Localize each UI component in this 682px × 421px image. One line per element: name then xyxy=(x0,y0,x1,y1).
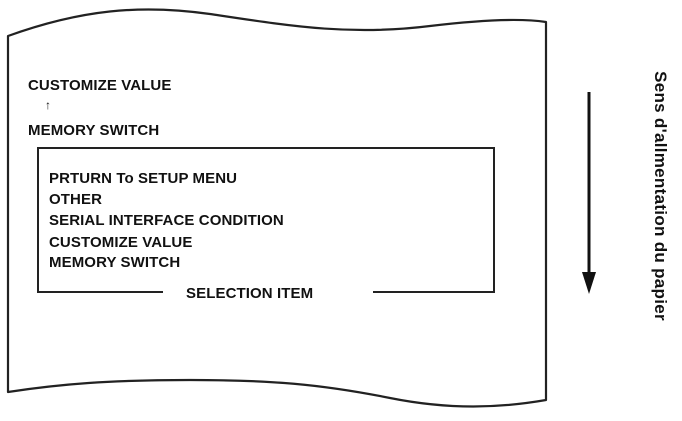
selection-box-bottom-left xyxy=(37,291,163,293)
selection-box-bottom-right xyxy=(373,291,495,293)
selection-item-other: OTHER xyxy=(49,191,102,208)
paper-feed-direction-label: Sens d'allmentation du papier xyxy=(651,71,670,321)
down-arrow-icon xyxy=(582,272,596,294)
header-memory-switch: MEMORY SWITCH xyxy=(28,122,160,139)
selection-box xyxy=(37,147,495,293)
selection-item-customize: CUSTOMIZE VALUE xyxy=(49,234,193,251)
selection-item-serial: SERIAL INTERFACE CONDITION xyxy=(49,212,284,229)
selection-item-caption: SELECTION ITEM xyxy=(186,285,314,302)
paper-outline xyxy=(6,8,548,408)
header-customize-value: CUSTOMIZE VALUE xyxy=(28,77,172,94)
selection-item-memory: MEMORY SWITCH xyxy=(49,254,181,271)
up-arrow-icon: ↑ xyxy=(45,98,51,112)
selection-item-return: PRTURN To SETUP MENU xyxy=(49,170,238,187)
